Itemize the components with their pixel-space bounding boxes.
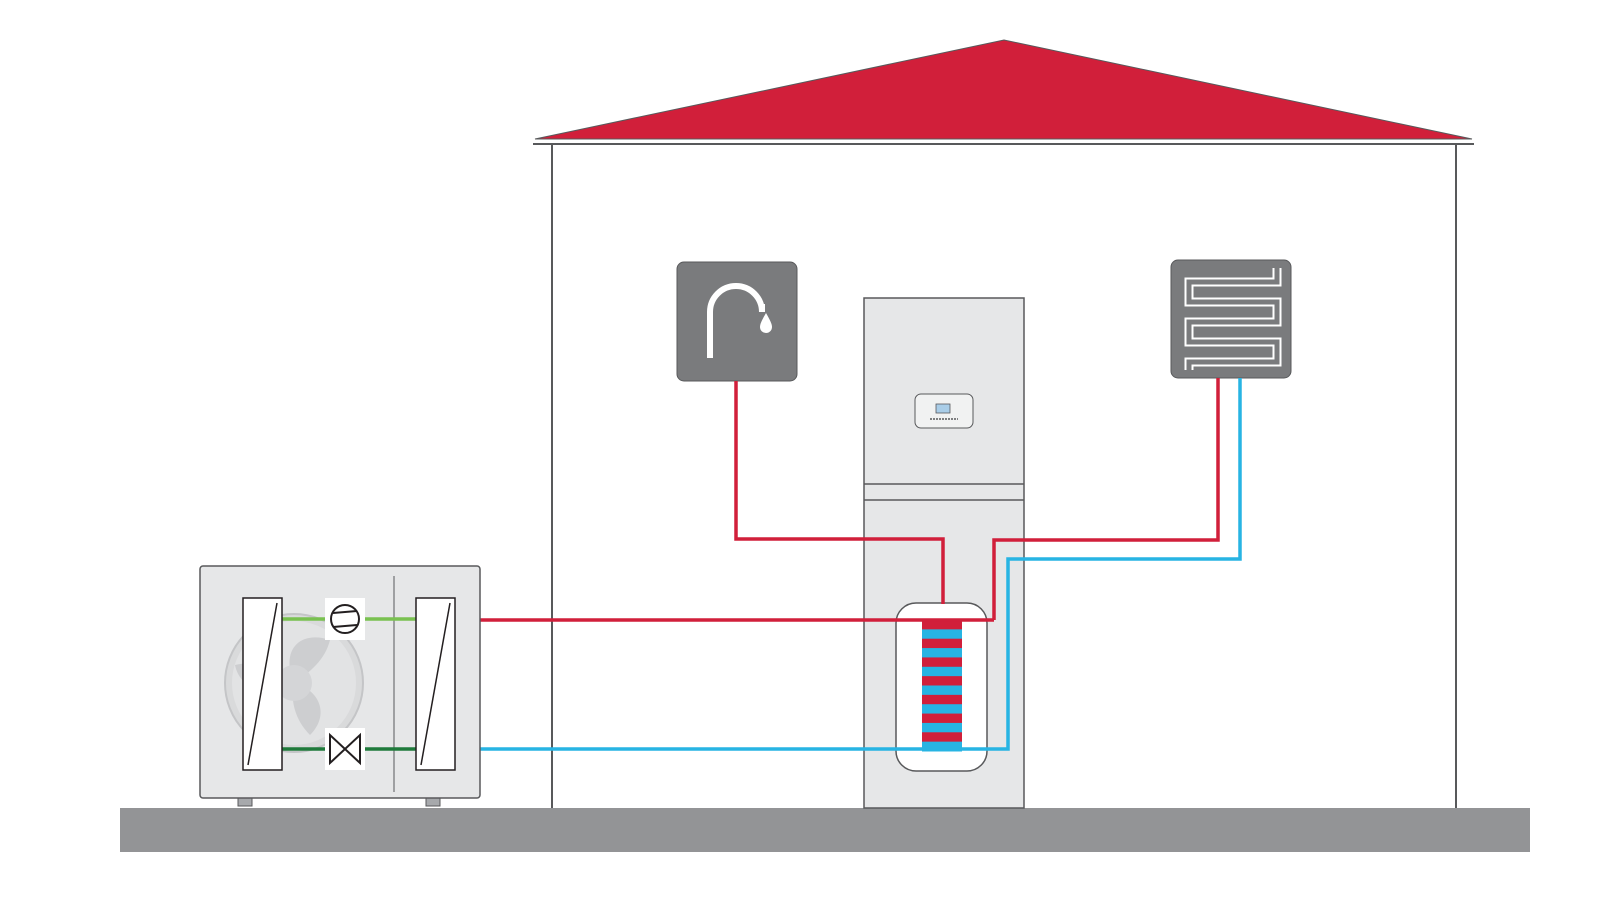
control-panel-icon <box>914 393 974 429</box>
tap-water-icon <box>676 261 798 382</box>
pipework <box>456 378 1242 751</box>
storage-stripe-hot <box>922 620 962 630</box>
storage-stripe-cold <box>922 629 962 640</box>
storage-stripe-hot <box>922 676 962 686</box>
storage-stripe-cold <box>922 741 962 752</box>
underfloor-heating-icon <box>1170 259 1292 379</box>
evaporator-icon <box>242 597 283 771</box>
storage-stripes <box>922 620 962 752</box>
control-panel-screen <box>935 403 951 414</box>
ground <box>120 808 1530 852</box>
storage-stripe-cold <box>922 722 962 733</box>
storage-stripe-cold <box>922 704 962 715</box>
storage-stripe-cold <box>922 648 962 658</box>
house <box>533 39 1474 808</box>
hot-pipe-tap <box>734 381 945 604</box>
expansion-valve-icon <box>325 728 365 770</box>
hot-water-cylinder-icon <box>895 602 988 772</box>
storage-stripe-hot <box>922 638 962 649</box>
storage-stripe-hot <box>922 713 962 724</box>
cold-pipe-heating-return <box>962 378 1242 751</box>
outdoor-heat-pump-unit <box>199 565 481 807</box>
storage-stripe-cold <box>922 685 962 696</box>
storage-stripe-hot <box>922 657 962 668</box>
outdoor-unit-feet <box>425 797 441 807</box>
roof <box>534 39 1473 140</box>
storage-stripe-hot <box>922 732 962 743</box>
condenser-icon <box>415 597 456 771</box>
hot-pipe-heating-flow <box>992 378 1220 620</box>
outdoor-unit-feet <box>237 797 253 807</box>
compressor-icon <box>325 598 365 640</box>
storage-stripe-cold <box>922 666 962 677</box>
storage-stripe-hot <box>922 694 962 705</box>
